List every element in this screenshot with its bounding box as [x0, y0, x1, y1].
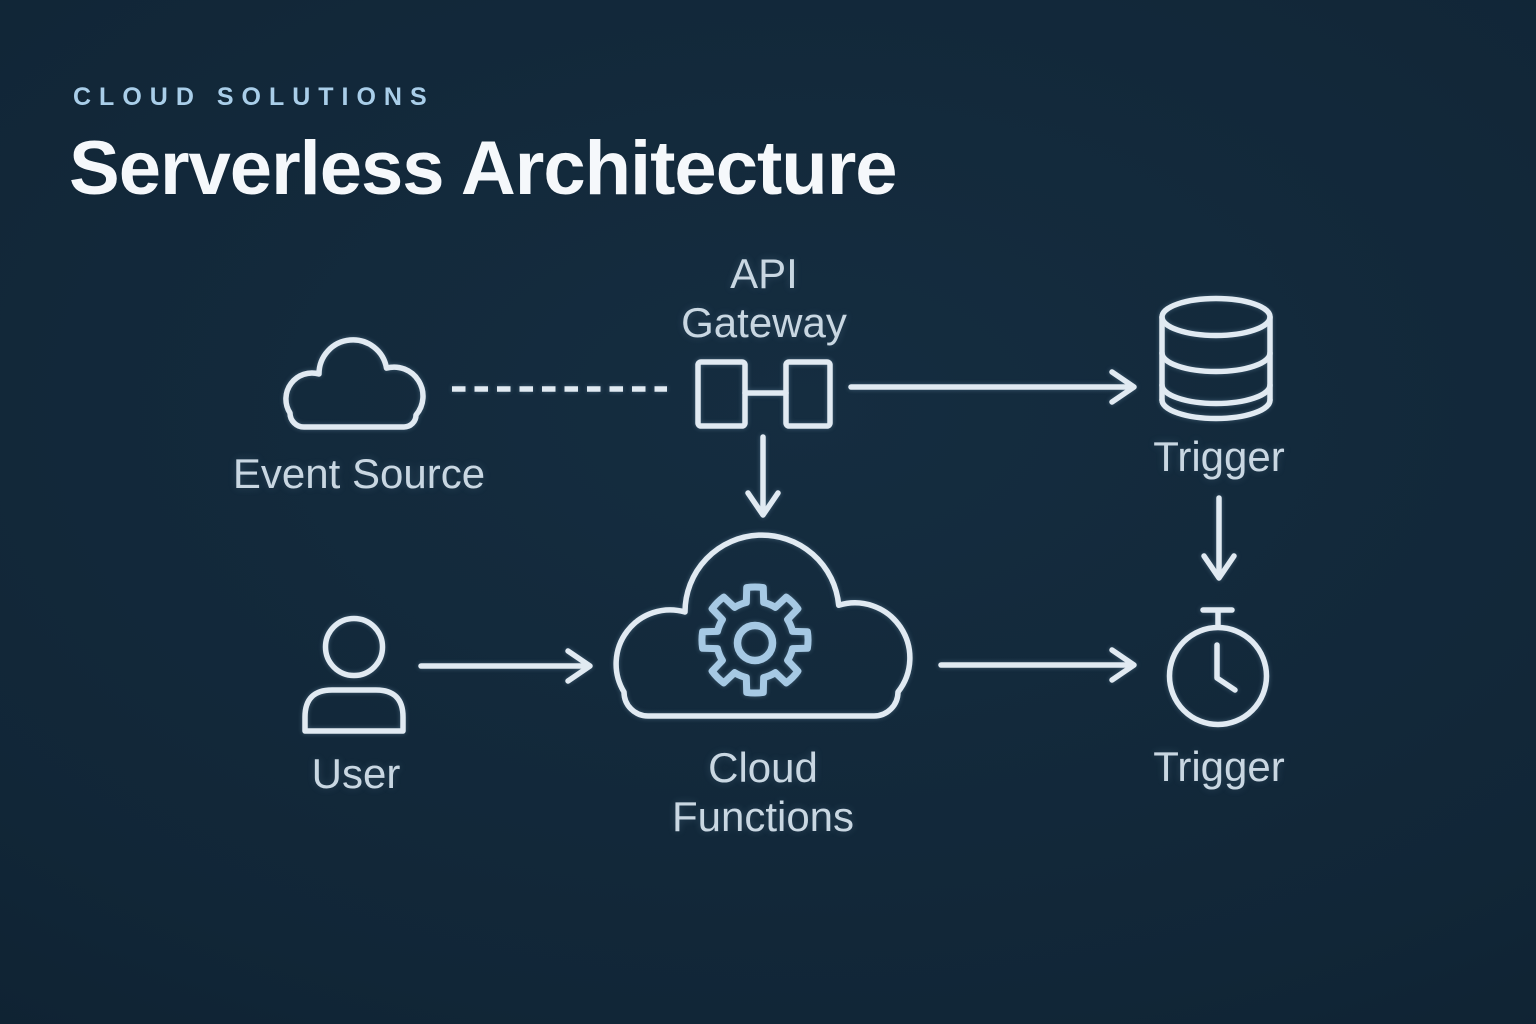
connector-user-to-cloud-functions-arrow — [418, 648, 593, 684]
page-title: Serverless Architecture — [69, 126, 898, 211]
database-icon — [1159, 295, 1273, 422]
gear-icon — [698, 583, 812, 697]
api-gateway-label: API Gateway — [681, 250, 847, 346]
eyebrow-label: CLOUD SOLUTIONS — [73, 83, 435, 111]
user-label: User — [311, 750, 401, 797]
stopwatch-icon — [1166, 607, 1270, 728]
timer-trigger-label: Trigger — [1153, 743, 1285, 790]
connector-database-to-timer-arrow — [1201, 495, 1237, 581]
cloud-functions-label: Cloud Functions — [671, 744, 855, 840]
connector-api-gateway-to-cloud-functions-arrow — [745, 434, 781, 518]
gateway-squares-icon — [695, 359, 833, 429]
connector-cloud-functions-to-timer-arrow — [938, 647, 1137, 683]
event-source-label: Event Source — [232, 450, 486, 497]
person-icon — [302, 615, 406, 734]
connector-api-gateway-to-database-arrow — [848, 369, 1137, 405]
cloud-icon — [283, 337, 426, 430]
database-trigger-label: Trigger — [1153, 433, 1285, 480]
cloud-gear-icon — [613, 532, 913, 719]
